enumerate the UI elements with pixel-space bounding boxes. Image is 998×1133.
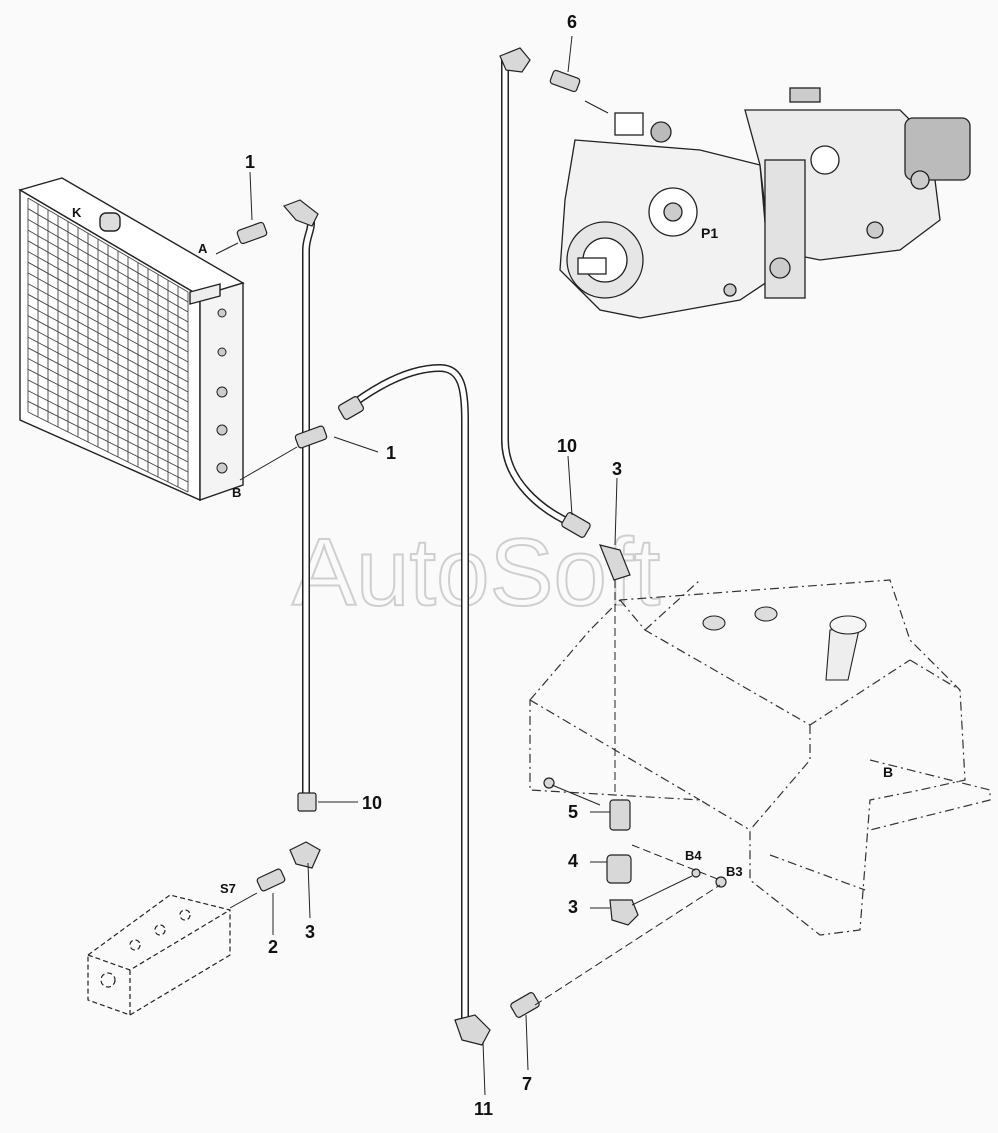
callout-5: 5 <box>568 802 578 822</box>
watermark: AutoSoft <box>292 519 660 626</box>
hydraulic-pump <box>559 87 971 319</box>
callout-3-right: 3 <box>612 459 622 479</box>
cooler-core-grid <box>27 197 189 493</box>
port-b-label: B <box>232 485 241 500</box>
callout-1-mid: 1 <box>386 443 396 463</box>
leader-lines <box>215 35 721 1096</box>
callout-4: 4 <box>568 851 578 871</box>
callout-3-left: 3 <box>305 922 315 942</box>
port-a-label: A <box>198 241 208 256</box>
callout-2: 2 <box>268 937 278 957</box>
pump-label: P1 <box>701 225 718 241</box>
callout-10-left: 10 <box>362 793 382 813</box>
callout-10-right: 10 <box>557 436 577 456</box>
manifold-block <box>87 894 231 1016</box>
callout-7: 7 <box>522 1074 532 1094</box>
manifold-label: S7 <box>220 881 236 896</box>
callout-11: 11 <box>474 1099 493 1119</box>
fittings <box>236 47 727 1046</box>
callout-6: 6 <box>567 12 577 32</box>
port-b4-label: B4 <box>685 848 702 863</box>
callout-1-top: 1 <box>245 152 255 172</box>
callout-numbers: 1 1 6 10 3 10 5 4 3 2 3 7 11 <box>245 12 622 1119</box>
callout-3-lower: 3 <box>568 897 578 917</box>
cooler-label: K <box>72 205 82 220</box>
filler-cap-icon <box>99 212 121 232</box>
hydraulic-tank <box>529 579 991 936</box>
port-b3-label: B3 <box>726 864 743 879</box>
oil-cooler <box>18 177 245 502</box>
tank-label: B <box>883 764 893 780</box>
